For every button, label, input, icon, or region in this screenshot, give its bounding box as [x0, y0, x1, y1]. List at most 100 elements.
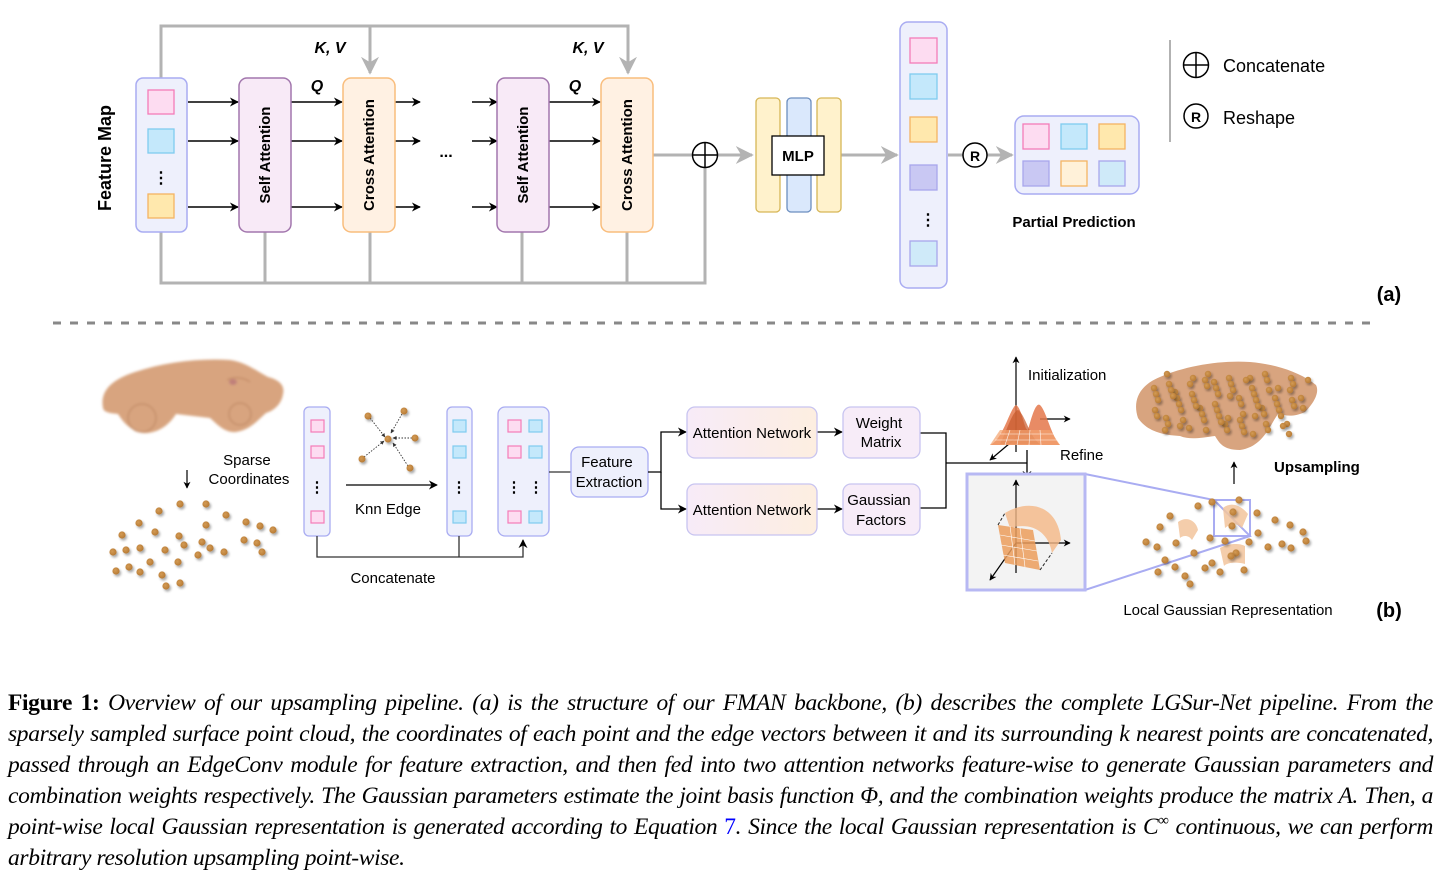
output-token-column: ⋮	[899, 21, 948, 289]
point	[1286, 521, 1294, 529]
point	[135, 519, 143, 527]
point	[1275, 406, 1283, 414]
point	[1214, 390, 1222, 398]
point	[1224, 414, 1232, 422]
point	[1190, 549, 1198, 557]
point	[1238, 422, 1246, 430]
svg-text:⋮: ⋮	[529, 479, 544, 496]
point	[1198, 410, 1206, 418]
point	[1203, 382, 1211, 390]
svg-text:R: R	[970, 148, 980, 164]
token-arrows	[188, 97, 601, 212]
point	[1265, 386, 1273, 394]
kv-label-1: K, V	[314, 40, 346, 57]
attention-network-top: Attention Network	[686, 406, 818, 459]
mlp-block: MLP	[755, 97, 842, 213]
point	[1206, 534, 1214, 542]
concatenate-label: Concatenate	[350, 570, 435, 587]
equation-reference-link[interactable]: 7	[724, 814, 736, 840]
point	[206, 544, 214, 552]
point	[1229, 386, 1237, 394]
svg-text:Weight Matrix: Weight Matrix	[856, 415, 907, 451]
infinity-superscript: ∞	[1158, 813, 1169, 830]
point	[1154, 396, 1162, 404]
point	[1287, 374, 1295, 382]
svg-text:Cross Attention: Cross Attention	[361, 99, 378, 211]
point	[1273, 400, 1281, 408]
point	[1302, 537, 1310, 545]
skip-connections	[159, 24, 1014, 285]
point	[1264, 426, 1272, 434]
legend-concatenate-icon	[1182, 51, 1210, 79]
point	[1261, 370, 1269, 378]
point	[1172, 539, 1180, 547]
point	[1212, 384, 1220, 392]
caption-label: Figure 1:	[8, 690, 100, 716]
ellipsis: ...	[439, 144, 452, 161]
point	[158, 571, 166, 579]
panel-a-label: (a)	[1377, 284, 1401, 306]
point	[1208, 559, 1216, 567]
feature-token-yellow	[147, 193, 175, 219]
point	[176, 500, 184, 508]
self-attention-block-1: Self Attention	[238, 77, 292, 233]
point	[1156, 523, 1164, 531]
point	[1225, 374, 1233, 382]
point	[1192, 402, 1200, 410]
point	[146, 558, 154, 566]
caption-text-3: continuous, we can perform arbitrary res…	[8, 814, 1433, 871]
point	[174, 558, 182, 566]
svg-text:Attention Network: Attention Network	[693, 425, 812, 442]
point	[1242, 376, 1250, 384]
point	[1288, 396, 1296, 404]
point	[1226, 392, 1234, 400]
point	[1223, 426, 1231, 434]
point	[136, 544, 144, 552]
point	[1151, 406, 1159, 414]
point	[1179, 416, 1187, 424]
point	[1264, 543, 1272, 551]
concatenate-connector	[316, 471, 572, 558]
svg-text:⋮: ⋮	[507, 479, 522, 496]
initialization-label: Initialization	[1028, 367, 1106, 384]
point	[1200, 416, 1208, 424]
point	[1245, 538, 1253, 546]
point	[1204, 370, 1212, 378]
point	[162, 582, 170, 590]
point	[1260, 410, 1268, 418]
local-surface-zoom-box	[965, 472, 1252, 592]
point	[220, 548, 228, 556]
car-model-image	[102, 359, 284, 434]
gaussian-initialization-icon	[989, 356, 1071, 461]
point	[1227, 380, 1235, 388]
point	[1271, 516, 1279, 524]
point	[202, 521, 210, 529]
figure-diagram: Feature Map ⋮	[53, 21, 1402, 622]
point	[1211, 400, 1219, 408]
point	[161, 546, 169, 554]
point	[1279, 422, 1287, 430]
point	[1289, 380, 1297, 388]
local-gaussian-label: Local Gaussian Representation	[1123, 602, 1332, 619]
point	[1263, 376, 1271, 384]
feature-token-pink	[147, 89, 175, 115]
point	[1227, 552, 1235, 560]
point	[1237, 400, 1245, 408]
feature-extraction-box: Feature Extraction	[570, 446, 649, 498]
sparse-point-cloud	[109, 500, 277, 590]
point	[1262, 420, 1270, 428]
sparse-coordinates-label: Sparse Coordinates	[209, 452, 290, 488]
point	[1166, 512, 1174, 520]
point	[1201, 376, 1209, 384]
local-gaussian-cloud	[1142, 496, 1310, 588]
point	[1176, 422, 1184, 430]
panel-a: Feature Map ⋮	[95, 21, 1401, 306]
upsampling-label: Upsampling	[1274, 459, 1360, 476]
svg-text:Feature Extraction: Feature Extraction	[576, 454, 643, 491]
panel-b-label: (b)	[1376, 600, 1402, 622]
feature-token-cyan	[147, 128, 175, 154]
reshape-icon: R	[962, 142, 988, 168]
upsampled-car-image	[1136, 361, 1318, 450]
point	[151, 528, 159, 536]
point	[1254, 529, 1262, 537]
